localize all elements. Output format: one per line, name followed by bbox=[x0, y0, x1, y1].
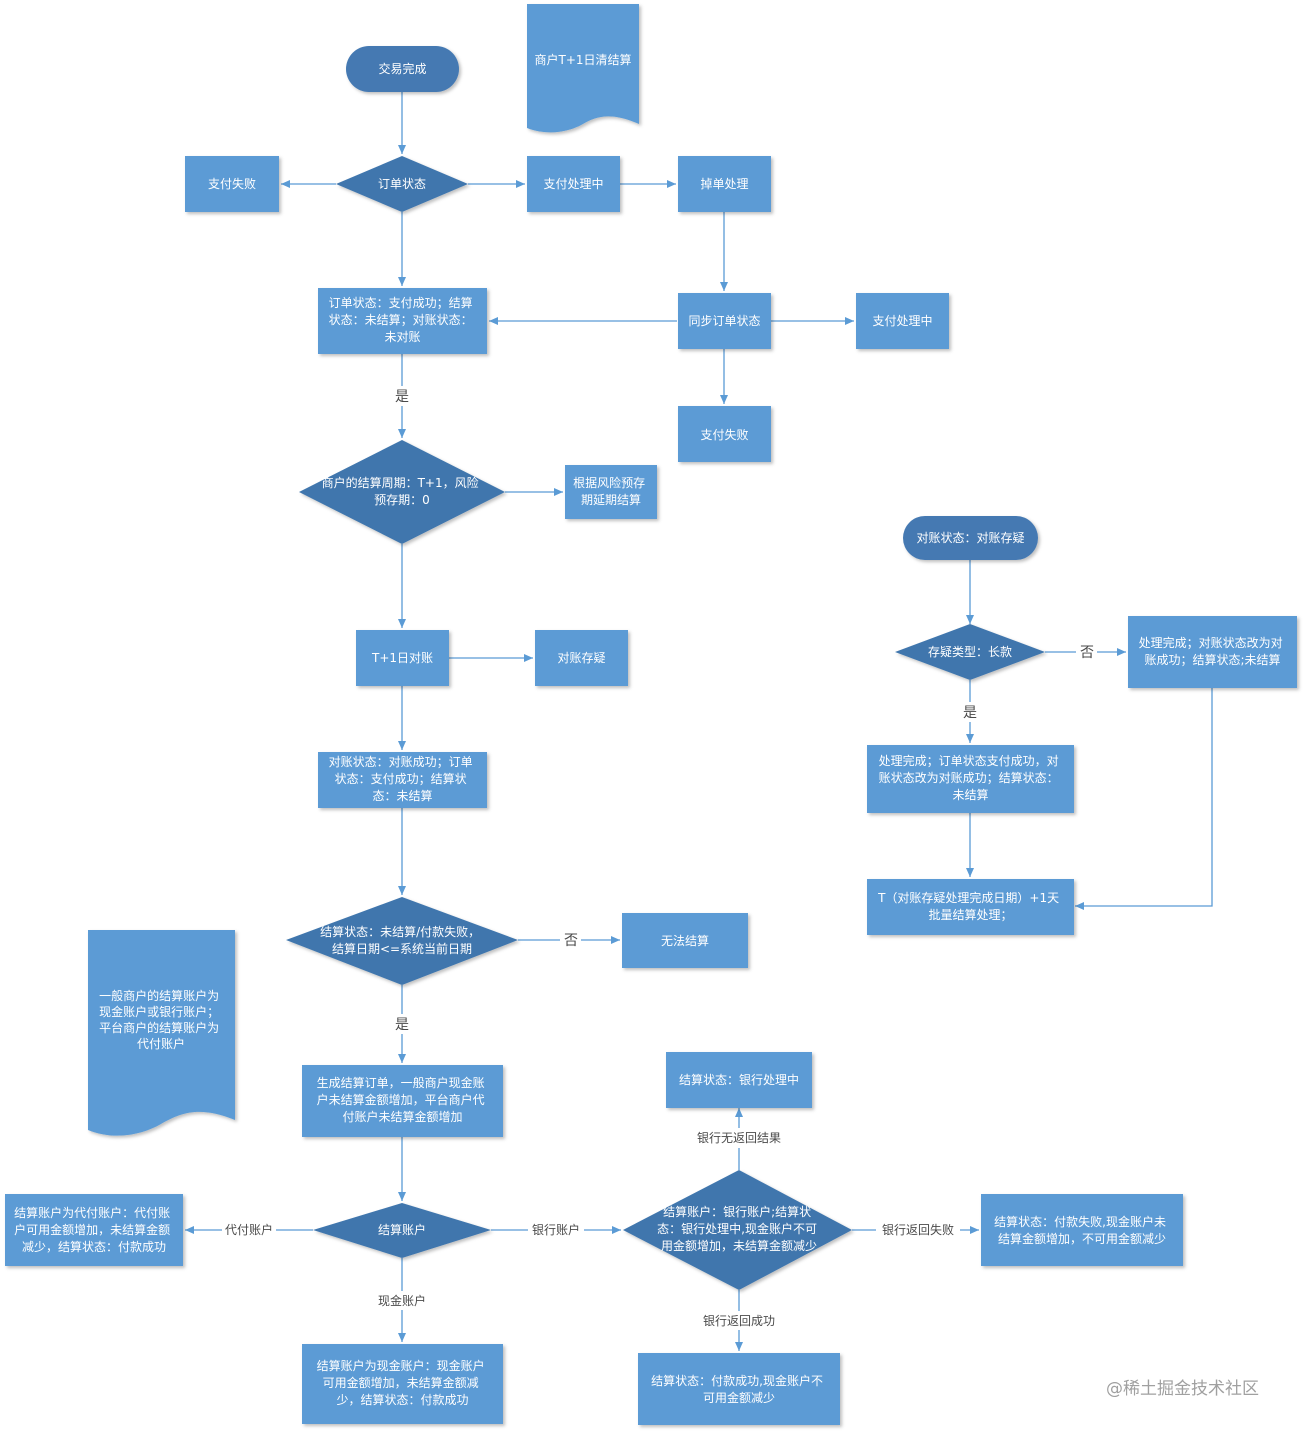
settle-account-label: 结算账户 bbox=[378, 1222, 426, 1237]
connectors bbox=[185, 92, 1213, 1351]
document-account-label: 一般商户的结算账户为 现金账户或银行账户； 平台商户的结算账户为 代付账户 bbox=[99, 988, 223, 1051]
doubt-yes-result-label: 处理完成；订单状态支付成功，对 账状态改为对账成功；结算状态： 未结算 bbox=[879, 753, 1063, 802]
delay-settle-label: 根据风险预存 期延期结算 bbox=[573, 475, 649, 507]
edge-label-bank-return-fail: 银行返回失败 bbox=[882, 1222, 954, 1237]
doubt-batch-box bbox=[867, 879, 1074, 935]
edge-label-no: 否 bbox=[564, 933, 578, 949]
settle-account-decision bbox=[313, 1203, 491, 1258]
pay-fail-label-2: 支付失败 bbox=[700, 427, 748, 442]
pay-fail-label: 支付失败 bbox=[208, 176, 256, 191]
drop-handle-box bbox=[678, 156, 771, 212]
bank-pending-box bbox=[666, 1052, 812, 1108]
document-t1-settle bbox=[527, 4, 639, 133]
recon-doubt-box bbox=[535, 630, 628, 686]
bank-pending-label: 结算状态：银行处理中 bbox=[679, 1072, 799, 1087]
doubt-no-result-label: 处理完成；对账状态改为对 账成功；结算状态;未结算 bbox=[1139, 635, 1287, 667]
doubt-type-decision bbox=[895, 624, 1045, 680]
bank-fail-label: 结算状态：付款失败,现金账户未 结算金额增加，不可用金额减少 bbox=[994, 1214, 1170, 1246]
sync-status-box bbox=[678, 293, 771, 349]
t1-recon-box bbox=[356, 630, 449, 686]
settle-check-label: 结算状态：未结算/付款失败， 结算日期<=系统当前日期 bbox=[320, 924, 484, 956]
pay-processing-box-2 bbox=[856, 293, 949, 349]
bank-success-box bbox=[638, 1353, 840, 1425]
gen-order-box bbox=[302, 1065, 503, 1137]
start-label: 交易完成 bbox=[378, 61, 426, 76]
settle-cycle-label: 商户的结算周期：T+1，风险 预存期：0 bbox=[322, 475, 483, 507]
order-success-box bbox=[318, 288, 487, 354]
gen-order-label: 生成结算订单，一般商户现金账 户未结算金额增加，平台商户代 付账户未结算金额增加 bbox=[317, 1075, 489, 1124]
edge-label-proxy-account: 代付账户 bbox=[225, 1222, 273, 1237]
recon-success-label: 对账状态：对账成功；订单 状态：支付成功；结算状 态：未结算 bbox=[329, 755, 477, 803]
pay-processing-label-2: 支付处理中 bbox=[872, 313, 932, 328]
pay-processing-label: 支付处理中 bbox=[543, 176, 603, 191]
edge-label-bank-return-success: 银行返回成功 bbox=[703, 1314, 775, 1328]
edge-label-bank-no-return: 银行无返回结果 bbox=[697, 1131, 781, 1145]
start-terminator bbox=[346, 46, 459, 92]
edge-label-yes: 是 bbox=[395, 389, 409, 405]
document-t1-label: 商户T+1日清结算 bbox=[534, 52, 631, 67]
watermark: @稀土掘金技术社区 bbox=[1106, 1379, 1259, 1399]
cash-result-label: 结算账户为现金账户：现金账户 可用金额增加，未结算金额减 少，结算状态：付款成功 bbox=[317, 1358, 489, 1407]
order-success-label: 订单状态：支付成功；结算 状态：未结算；对账状态： 未对账 bbox=[329, 295, 477, 344]
doubt-start-terminator bbox=[903, 516, 1038, 560]
bank-success-label: 结算状态：付款成功,现金账户不 可用金额减少 bbox=[651, 1373, 827, 1405]
doubt-type-label: 存疑类型：长款 bbox=[928, 644, 1012, 659]
cannot-settle-box bbox=[622, 913, 748, 968]
recon-success-box bbox=[318, 752, 487, 808]
edge-label-no: 否 bbox=[1080, 645, 1094, 661]
sync-status-label: 同步订单状态 bbox=[688, 314, 760, 328]
cash-result-box bbox=[302, 1344, 503, 1424]
bank-processing-label: 结算账户：银行账户;结算状 态：银行处理中,现金账户不可 用金额增加，未结算金额… bbox=[657, 1204, 821, 1253]
proxy-result-label: 结算账户为代付账户：代付账 户可用金额增加，未结算金额 减少，结算状态：付款成功 bbox=[14, 1205, 174, 1254]
settle-check-decision bbox=[286, 897, 518, 985]
edge-label-cash-account: 现金账户 bbox=[378, 1293, 426, 1308]
edge-noresult-batch bbox=[1075, 688, 1213, 910]
settle-cycle-decision bbox=[299, 440, 505, 544]
t1-recon-label: T+1日对账 bbox=[371, 651, 433, 665]
order-status-label: 订单状态 bbox=[378, 177, 426, 191]
document-account-note bbox=[88, 930, 235, 1136]
edge-label-yes: 是 bbox=[395, 1017, 409, 1033]
proxy-result-box bbox=[5, 1194, 183, 1266]
bank-processing-decision bbox=[623, 1170, 852, 1290]
doubt-start-label: 对账状态：对账存疑 bbox=[916, 530, 1024, 545]
recon-doubt-label: 对账存疑 bbox=[557, 650, 605, 665]
doubt-no-result-box bbox=[1128, 616, 1297, 688]
doubt-batch-label: T（对账存疑处理完成日期）+1天 批量结算处理； bbox=[877, 890, 1063, 922]
edge-label-yes: 是 bbox=[963, 705, 977, 721]
pay-processing-box bbox=[527, 156, 620, 212]
doubt-yes-result-box bbox=[867, 745, 1074, 813]
nodes: 交易完成 对账状态：对账存疑 商户T+1日清结算 一般商户的结算账户为 现金账户… bbox=[5, 4, 1297, 1425]
pay-fail-box-2 bbox=[678, 406, 771, 462]
order-status-decision bbox=[336, 156, 468, 212]
bank-fail-box bbox=[981, 1194, 1183, 1266]
edge-label-bank-account: 银行账户 bbox=[532, 1222, 580, 1237]
cannot-settle-label: 无法结算 bbox=[661, 933, 709, 948]
drop-handle-label: 掉单处理 bbox=[700, 177, 748, 191]
pay-fail-box bbox=[185, 156, 279, 212]
edge-labels: 是 是 否 是 否 代付账户 银行账户 现金账户 银行无返回结果 银行返回失败 … bbox=[225, 389, 1094, 1328]
delay-settle-box bbox=[565, 465, 657, 519]
